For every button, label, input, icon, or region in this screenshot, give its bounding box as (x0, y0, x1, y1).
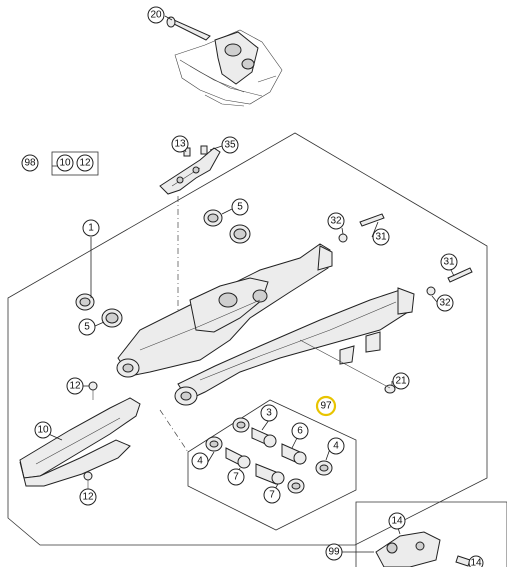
svg-text:7: 7 (233, 472, 239, 483)
callout-12-lower: 12 (79, 488, 97, 506)
callout-14-partial: 14 (468, 555, 484, 567)
assembly-outline (7, 132, 488, 546)
callout-4-right: 4 (327, 437, 345, 455)
svg-text:12: 12 (79, 158, 91, 169)
callout-6: 6 (291, 422, 309, 440)
svg-text:1: 1 (88, 223, 94, 234)
svg-text:12: 12 (82, 492, 94, 503)
callout-13: 13 (171, 135, 189, 153)
callout-5-lower: 5 (78, 318, 96, 336)
callout-98: 98 (21, 154, 39, 172)
callout-12-upper: 12 (66, 377, 84, 395)
svg-text:20: 20 (150, 10, 162, 21)
callout-3: 3 (260, 404, 278, 422)
callout-7-right: 7 (263, 486, 281, 504)
svg-text:7: 7 (269, 490, 275, 501)
svg-text:97: 97 (320, 401, 332, 412)
svg-text:3: 3 (266, 408, 272, 419)
callout-21: 21 (392, 372, 410, 390)
svg-text:14: 14 (391, 516, 403, 527)
callout-31-right: 31 (440, 253, 458, 271)
svg-text:98: 98 (24, 158, 36, 169)
svg-text:13: 13 (174, 139, 186, 150)
chain-guide-bracket (159, 145, 221, 195)
svg-text:31: 31 (443, 257, 455, 268)
svg-text:10: 10 (59, 158, 71, 169)
svg-text:5: 5 (84, 322, 90, 333)
svg-text:10: 10 (37, 425, 49, 436)
svg-text:99: 99 (328, 547, 340, 558)
svg-text:31: 31 (375, 232, 387, 243)
bolt-20 (166, 16, 211, 41)
svg-text:14: 14 (470, 558, 482, 567)
callout-98-10: 10 (56, 154, 74, 172)
pin-31-right (426, 267, 473, 296)
callout-14: 14 (388, 512, 406, 530)
svg-text:4: 4 (333, 441, 339, 452)
callout-98-12: 12 (76, 154, 94, 172)
callout-10: 10 (34, 421, 52, 439)
detail-box-99 (355, 501, 507, 567)
svg-text:5: 5 (237, 202, 243, 213)
screw-12-lower (83, 471, 93, 490)
callout-35: 35 (221, 136, 239, 154)
bearing-kit-outline (187, 399, 357, 531)
callout-5-upper: 5 (231, 198, 249, 216)
pin-31-upper (338, 213, 385, 243)
callout-99: 99 (325, 543, 343, 561)
svg-text:32: 32 (330, 216, 342, 227)
bearing-5-upper (203, 209, 251, 244)
kit-98-box (51, 151, 99, 176)
svg-text:21: 21 (395, 376, 407, 387)
svg-text:32: 32 (439, 298, 451, 309)
svg-text:6: 6 (297, 426, 303, 437)
callout-32-right: 32 (436, 294, 454, 312)
callout-31-upper: 31 (372, 228, 390, 246)
bearing-5-lower (75, 293, 123, 328)
callout-20: 20 (147, 6, 165, 24)
screw-12-upper (88, 381, 98, 400)
detail-99-parts (375, 531, 471, 567)
callout-32-upper: 32 (327, 212, 345, 230)
callout-1: 1 (82, 219, 100, 237)
frame-detail (174, 29, 283, 107)
callout-7-left: 7 (227, 468, 245, 486)
nut-21 (299, 339, 396, 394)
chain-slider (19, 397, 141, 487)
callout-97: 97 (315, 395, 337, 417)
swingarm (116, 243, 415, 406)
svg-text:12: 12 (69, 381, 81, 392)
bearing-kit-parts (205, 417, 333, 494)
callout-4-left: 4 (191, 452, 209, 470)
svg-text:4: 4 (197, 456, 203, 467)
svg-text:35: 35 (224, 140, 236, 151)
